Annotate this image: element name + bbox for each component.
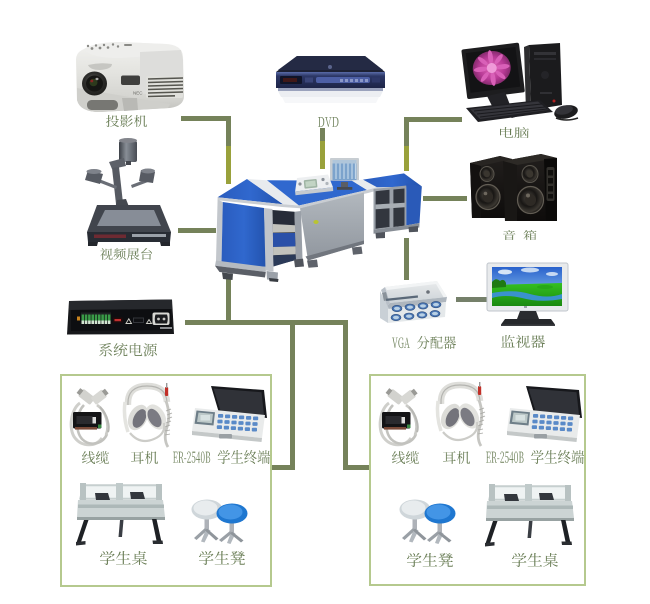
svg-text:NEC: NEC	[133, 91, 143, 96]
